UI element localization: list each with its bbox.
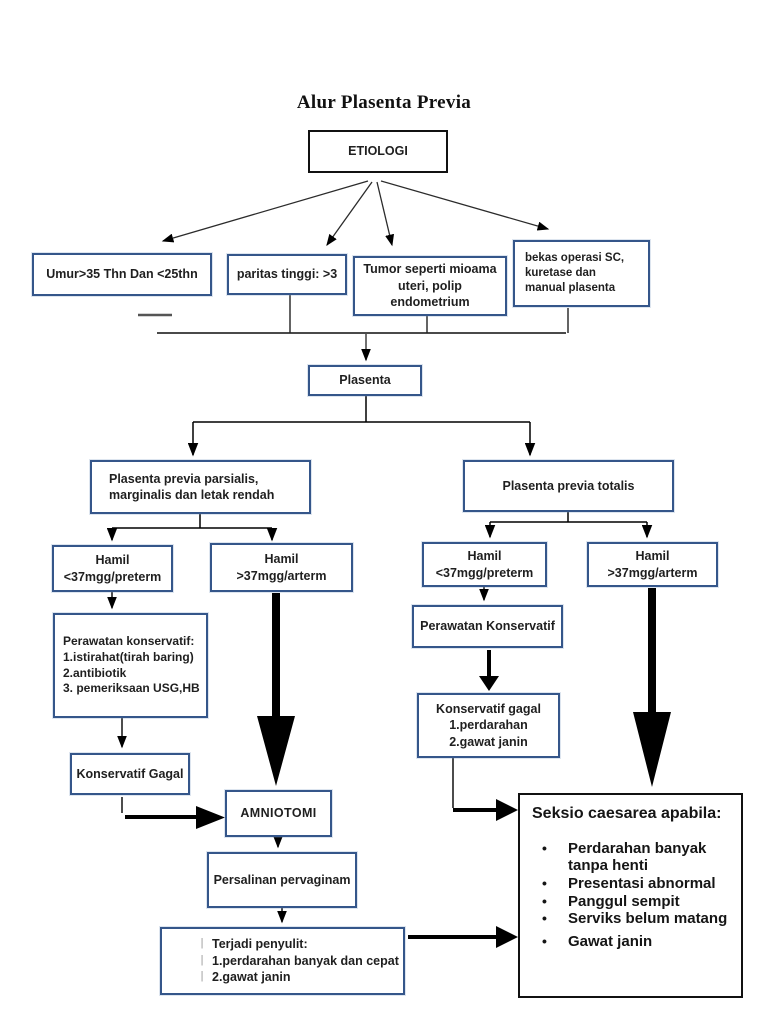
node-amniotomi: AMNIOTOMI <box>225 790 332 837</box>
node-previa-parsialis: Plasenta previa parsialis, marginalis da… <box>90 460 311 514</box>
node-tumor-label: Tumor seperti mioama uteri, polip endome… <box>363 262 497 310</box>
node-konservatif-gagal-left-label: Konservatif Gagal <box>76 766 184 781</box>
terjadi-line: | 2.gawat janin <box>192 969 291 986</box>
node-hamil-preterm-left: Hamil <37mgg/preterm <box>52 545 173 592</box>
node-hamil-aterm-right: Hamil >37mgg/arterm <box>587 542 718 587</box>
big-arrow-left <box>257 593 295 786</box>
thick-arrows <box>125 588 671 948</box>
node-previa-parsialis-label: Plasenta previa parsialis, marginalis da… <box>109 471 275 503</box>
seksio-bullet-text: Serviks belum matang <box>568 910 728 928</box>
node-perawatan-konservatif-right: Perawatan Konservatif <box>412 605 563 648</box>
arrow-terjadi-to-seksio <box>408 926 518 948</box>
seksio-caesarea-content: Seksio caesarea apabila: • Perdarahan ba… <box>520 795 741 996</box>
parsialis-branch-lines <box>106 514 278 542</box>
terjadi-line: | 1.perdarahan banyak dan cepat <box>192 953 399 970</box>
etiologi-fanout-arrows <box>161 180 550 247</box>
node-persalinan-pervaginam: Persalinan pervaginam <box>207 852 357 908</box>
node-umur-label: Umur>35 Thn Dan <25thn <box>46 267 198 282</box>
node-hamil-preterm-right-label: Hamil <37mgg/preterm <box>435 549 534 580</box>
node-bekas-operasi-label: bekas operasi SC, kuretase dan manual pl… <box>525 251 625 295</box>
collector-lines <box>138 295 569 362</box>
node-hamil-aterm-left: Hamil >37mgg/arterm <box>210 543 353 592</box>
seksio-bullet-text: Presentasi abnormal <box>568 874 716 892</box>
node-etiologi: ETIOLOGI <box>308 130 448 173</box>
node-paritas: paritas tinggi: >3 <box>227 254 347 295</box>
node-seksio-caesarea: Seksio caesarea apabila: • Perdarahan ba… <box>518 793 743 998</box>
terjadi-line-text: Terjadi penyulit: <box>212 937 308 952</box>
seksio-bullet-item: • Gawat janin <box>542 933 653 951</box>
terjadi-line-text: 2.gawat janin <box>212 970 291 985</box>
plasenta-branch-lines <box>187 395 536 457</box>
seksio-title: Seksio caesarea apabila: <box>532 805 722 822</box>
seksio-bullet-item: • Perdarahan banyak tanpa henti <box>542 840 707 875</box>
terjadi-line-text: 1.perdarahan banyak dan cepat <box>212 953 399 968</box>
seksio-bullet-item: • Presentasi abnormal <box>542 874 716 893</box>
list-marker: | <box>200 953 204 966</box>
node-plasenta-label: Plasenta <box>339 373 391 388</box>
flow-arrows <box>107 587 489 924</box>
node-hamil-preterm-right: Hamil <37mgg/preterm <box>422 542 547 587</box>
node-paritas-label: paritas tinggi: >3 <box>236 267 338 282</box>
node-terjadi-penyulit: | Terjadi penyulit: | 1.perdarahan banya… <box>160 927 405 995</box>
node-konservatif-gagal-right: Konservatif gagal 1.perdarahan 2.gawat j… <box>417 693 560 758</box>
arrow-kgagal-to-amniotomi <box>125 806 225 829</box>
arrow-kgagal2-to-seksio <box>453 799 518 821</box>
node-hamil-aterm-left-label: Hamil >37mgg/arterm <box>236 552 327 583</box>
node-perawatan-konservatif-left: Perawatan konservatif: 1.istirahat(tirah… <box>53 613 208 718</box>
bullet-icon: • <box>542 892 547 909</box>
totalis-branch-lines <box>484 512 653 539</box>
bullet-icon: • <box>542 910 547 927</box>
page-title: Alur Plasenta Previa <box>296 92 472 113</box>
node-umur: Umur>35 Thn Dan <25thn <box>32 253 212 296</box>
terjadi-penyulit-content: | Terjadi penyulit: | 1.perdarahan banya… <box>162 936 403 986</box>
terjadi-line: | Terjadi penyulit: <box>192 936 308 953</box>
node-konservatif-gagal-left: Konservatif Gagal <box>70 753 190 795</box>
bullet-icon: • <box>542 840 547 857</box>
node-bekas-operasi: bekas operasi SC, kuretase dan manual pl… <box>513 240 650 307</box>
node-tumor: Tumor seperti mioama uteri, polip endome… <box>353 256 507 316</box>
bullet-icon: • <box>542 933 547 950</box>
node-etiologi-label: ETIOLOGI <box>348 144 408 159</box>
node-persalinan-pervaginam-label: Persalinan pervaginam <box>213 872 351 887</box>
node-previa-totalis-label: Plasenta previa totalis <box>502 478 635 493</box>
medium-arrow-right-branch <box>479 650 499 691</box>
node-plasenta: Plasenta <box>308 365 422 396</box>
node-perawatan-konservatif-left-label: Perawatan konservatif: 1.istirahat(tirah… <box>63 633 200 696</box>
seksio-bullet-item: • Panggul sempit <box>542 892 680 911</box>
node-hamil-aterm-right-label: Hamil >37mgg/arterm <box>607 549 698 580</box>
big-arrow-right <box>633 588 671 787</box>
seksio-bullet-text: Panggul sempit <box>568 892 680 910</box>
bullet-icon: • <box>542 874 547 891</box>
list-marker: | <box>200 937 204 950</box>
node-perawatan-konservatif-right-label: Perawatan Konservatif <box>420 619 555 634</box>
node-konservatif-gagal-right-label: Konservatif gagal 1.perdarahan 2.gawat j… <box>436 701 541 749</box>
node-hamil-preterm-left-label: Hamil <37mgg/preterm <box>63 553 162 584</box>
seksio-bullet-item: • Serviks belum matang <box>542 910 728 928</box>
node-amniotomi-label: AMNIOTOMI <box>240 806 317 821</box>
seksio-bullet-text: Perdarahan banyak tanpa henti <box>568 840 707 874</box>
node-previa-totalis: Plasenta previa totalis <box>463 460 674 512</box>
seksio-bullet-text: Gawat janin <box>568 933 653 951</box>
list-marker: | <box>200 970 204 983</box>
